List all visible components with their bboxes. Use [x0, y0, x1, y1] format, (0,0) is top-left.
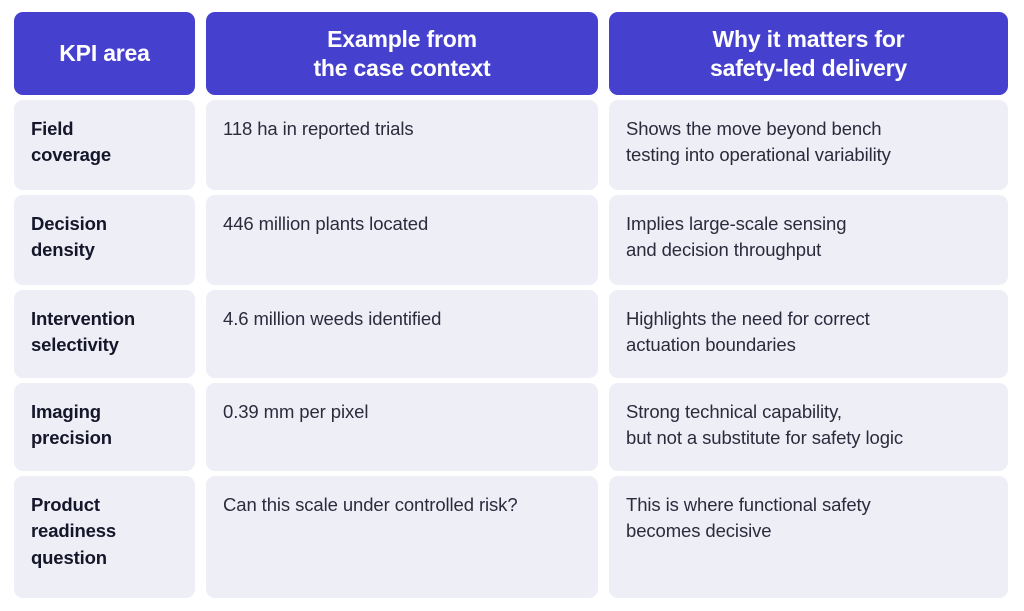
column-header-why-it-matters: Why it matters for safety-led delivery — [609, 12, 1008, 95]
table-row: Product readiness question Can this scal… — [14, 476, 1010, 598]
table-row: Decision density 446 million plants loca… — [14, 195, 1010, 285]
cell-why-it-matters: Highlights the need for correct actuatio… — [609, 290, 1008, 378]
cell-kpi-area: Imaging precision — [14, 383, 195, 471]
cell-example: 118 ha in reported trials — [206, 100, 598, 190]
cell-why-it-matters: This is where functional safety becomes … — [609, 476, 1008, 598]
table-row: Field coverage 118 ha in reported trials… — [14, 100, 1010, 190]
cell-example: 0.39 mm per pixel — [206, 383, 598, 471]
cell-example: 446 million plants located — [206, 195, 598, 285]
kpi-comparison-table: KPI area Example from the case context W… — [14, 12, 1010, 603]
cell-kpi-area: Intervention selectivity — [14, 290, 195, 378]
column-header-kpi-area: KPI area — [14, 12, 195, 95]
cell-kpi-area: Product readiness question — [14, 476, 195, 598]
column-header-example: Example from the case context — [206, 12, 598, 95]
cell-kpi-area: Decision density — [14, 195, 195, 285]
table-row: Imaging precision 0.39 mm per pixel Stro… — [14, 383, 1010, 471]
table-header-row: KPI area Example from the case context W… — [14, 12, 1010, 95]
cell-example: Can this scale under controlled risk? — [206, 476, 598, 598]
cell-why-it-matters: Shows the move beyond bench testing into… — [609, 100, 1008, 190]
cell-why-it-matters: Strong technical capability, but not a s… — [609, 383, 1008, 471]
cell-why-it-matters: Implies large-scale sensing and decision… — [609, 195, 1008, 285]
cell-kpi-area: Field coverage — [14, 100, 195, 190]
table-row: Intervention selectivity 4.6 million wee… — [14, 290, 1010, 378]
cell-example: 4.6 million weeds identified — [206, 290, 598, 378]
